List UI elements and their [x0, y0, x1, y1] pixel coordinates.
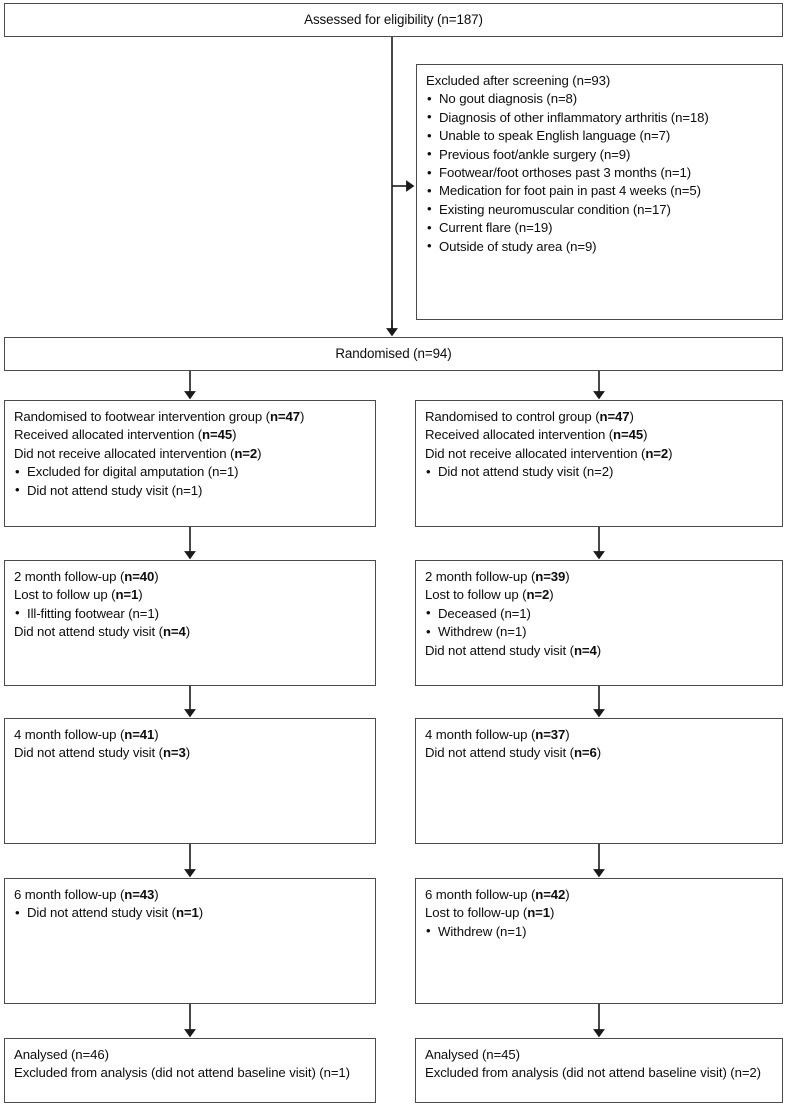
excluded-item: Previous foot/ankle surgery (n=9) [426, 145, 773, 164]
allocation-bullet: Did not attend study visit (n=2) [425, 463, 773, 482]
excluded-item: Medication for foot pain in past 4 weeks… [426, 182, 773, 201]
box-analysed-control: Analysed (n=45) Excluded from analysis (… [415, 1038, 783, 1103]
assessed-label: Assessed for eligibility (n=187) [304, 12, 483, 27]
randomised-label: Randomised (n=94) [335, 346, 452, 361]
followup-line-no-visit: Did not attend study visit (n=3) [14, 745, 191, 761]
followup-bullet: Deceased (n=1) [425, 604, 773, 623]
box-4-month-followup-control: 4 month follow-up (n=37) Did not attend … [415, 718, 783, 844]
allocation-line-randomised: Randomised to control group (n=47) [425, 409, 634, 424]
analysed-line-total: Analysed (n=46) [14, 1047, 109, 1062]
excluded-item: Unable to speak English language (n=7) [426, 127, 773, 146]
allocation-bullet: Excluded for digital amputation (n=1) [14, 463, 366, 482]
followup-line-no-visit: Did not attend study visit (n=4) [14, 624, 191, 640]
allocation-line-received: Received allocated intervention (n=45) [14, 427, 237, 443]
allocation-line-not-received: Did not receive allocated intervention (… [425, 445, 673, 461]
allocation-bullet: Did not attend study visit (n=1) [14, 481, 366, 500]
excluded-item: Diagnosis of other inflammatory arthriti… [426, 108, 773, 127]
box-analysed-intervention: Analysed (n=46) Excluded from analysis (… [4, 1038, 376, 1103]
followup-line-total: 4 month follow-up (n=41) [14, 727, 159, 742]
followup-line-total: 6 month follow-up (n=43) [14, 887, 159, 902]
allocation-line-received: Received allocated intervention (n=45) [425, 427, 648, 443]
box-4-month-followup-intervention: 4 month follow-up (n=41) Did not attend … [4, 718, 376, 844]
excluded-heading: Excluded after screening (n=93) [426, 73, 611, 88]
followup-line-no-visit: Did not attend study visit (n=6) [425, 745, 602, 761]
excluded-item: No gout diagnosis (n=8) [426, 90, 773, 109]
followup-bullet: Ill-fitting footwear (n=1) [14, 604, 366, 623]
analysed-line-excluded: Excluded from analysis (did not attend b… [425, 1065, 761, 1081]
excluded-item: Current flare (n=19) [426, 219, 773, 238]
box-6-month-followup-control: 6 month follow-up (n=42) Lost to follow-… [415, 878, 783, 1004]
excluded-item: Outside of study area (n=9) [426, 237, 773, 256]
followup-line-total: 2 month follow-up (n=39) [425, 569, 570, 584]
box-6-month-followup-intervention: 6 month follow-up (n=43) Did not attend … [4, 878, 376, 1004]
analysed-line-total: Analysed (n=45) [425, 1047, 520, 1062]
allocation-line-not-received: Did not receive allocated intervention (… [14, 445, 262, 461]
followup-line-total: 4 month follow-up (n=37) [425, 727, 570, 742]
box-allocation-intervention: Randomised to footwear intervention grou… [4, 400, 376, 527]
box-excluded-after-screening: Excluded after screening (n=93) No gout … [416, 64, 783, 320]
followup-line-no-visit: Did not attend study visit (n=4) [425, 642, 602, 658]
allocation-line-randomised: Randomised to footwear intervention grou… [14, 409, 305, 424]
box-assessed-for-eligibility: Assessed for eligibility (n=187) [4, 3, 783, 37]
box-2-month-followup-control: 2 month follow-up (n=39) Lost to follow … [415, 560, 783, 686]
followup-line-total: 2 month follow-up (n=40) [14, 569, 159, 584]
followup-line-lost: Lost to follow up (n=1) [14, 587, 143, 603]
followup-bullet: Did not attend study visit (n=1) [14, 904, 366, 923]
box-2-month-followup-intervention: 2 month follow-up (n=40) Lost to follow … [4, 560, 376, 686]
followup-line-total: 6 month follow-up (n=42) [425, 887, 570, 902]
excluded-item: Footwear/foot orthoses past 3 months (n=… [426, 164, 773, 183]
box-allocation-control: Randomised to control group (n=47) Recei… [415, 400, 783, 527]
box-randomised: Randomised (n=94) [4, 337, 783, 371]
analysed-line-excluded: Excluded from analysis (did not attend b… [14, 1065, 350, 1081]
followup-line-lost: Lost to follow-up (n=1) [425, 905, 555, 921]
followup-line-lost: Lost to follow up (n=2) [425, 587, 554, 603]
excluded-item: Existing neuromuscular condition (n=17) [426, 200, 773, 219]
followup-bullet: Withdrew (n=1) [425, 922, 773, 941]
followup-bullet: Withdrew (n=1) [425, 623, 773, 642]
